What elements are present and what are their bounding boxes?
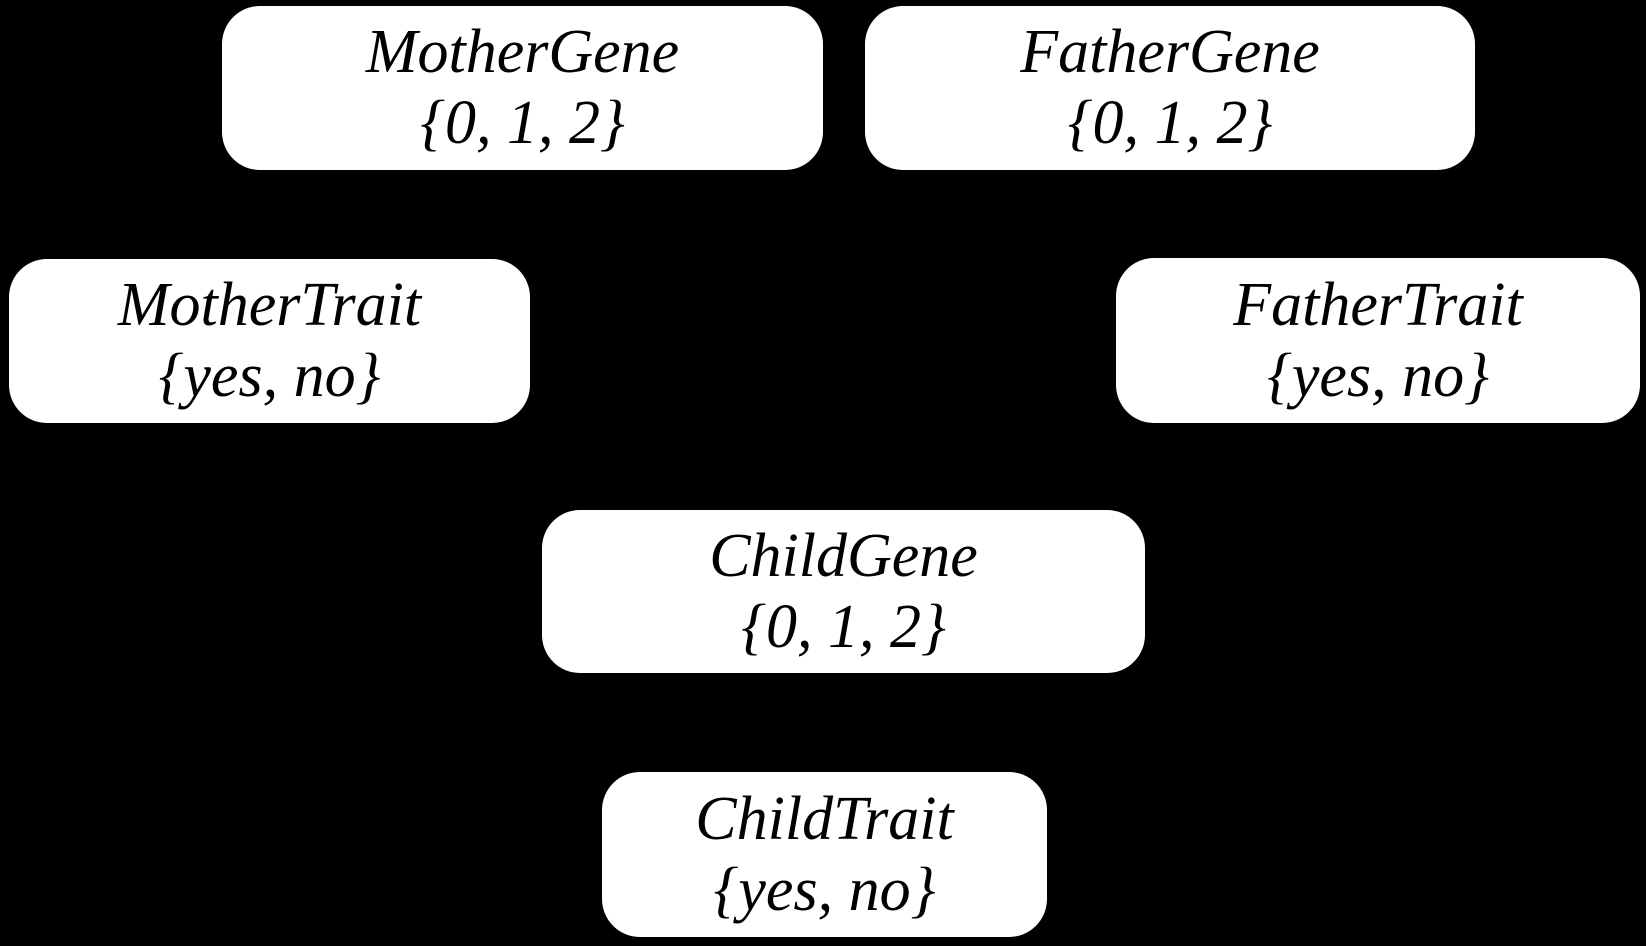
node-values-label: {yes, no} [1267, 341, 1489, 410]
node-mother-gene: MotherGene {0, 1, 2} [222, 6, 823, 170]
node-name-label: ChildTrait [695, 784, 954, 853]
node-name-label: MotherGene [365, 18, 680, 86]
node-values-label: {0, 1, 2} [1067, 89, 1273, 157]
node-name-label: FatherTrait [1233, 270, 1523, 339]
node-name-label: MotherTrait [117, 271, 422, 339]
node-child-gene: ChildGene {0, 1, 2} [542, 510, 1145, 673]
node-values-label: {yes, no} [713, 855, 936, 924]
node-values-label: {0, 1, 2} [420, 89, 625, 157]
node-mother-trait: MotherTrait {yes, no} [9, 259, 530, 423]
node-name-label: FatherGene [1020, 18, 1320, 86]
node-name-label: ChildGene [709, 521, 978, 590]
node-values-label: {0, 1, 2} [741, 592, 946, 661]
node-values-label: {yes, no} [158, 342, 381, 410]
node-child-trait: ChildTrait {yes, no} [602, 772, 1047, 937]
node-father-trait: FatherTrait {yes, no} [1116, 258, 1640, 423]
node-father-gene: FatherGene {0, 1, 2} [865, 6, 1475, 170]
